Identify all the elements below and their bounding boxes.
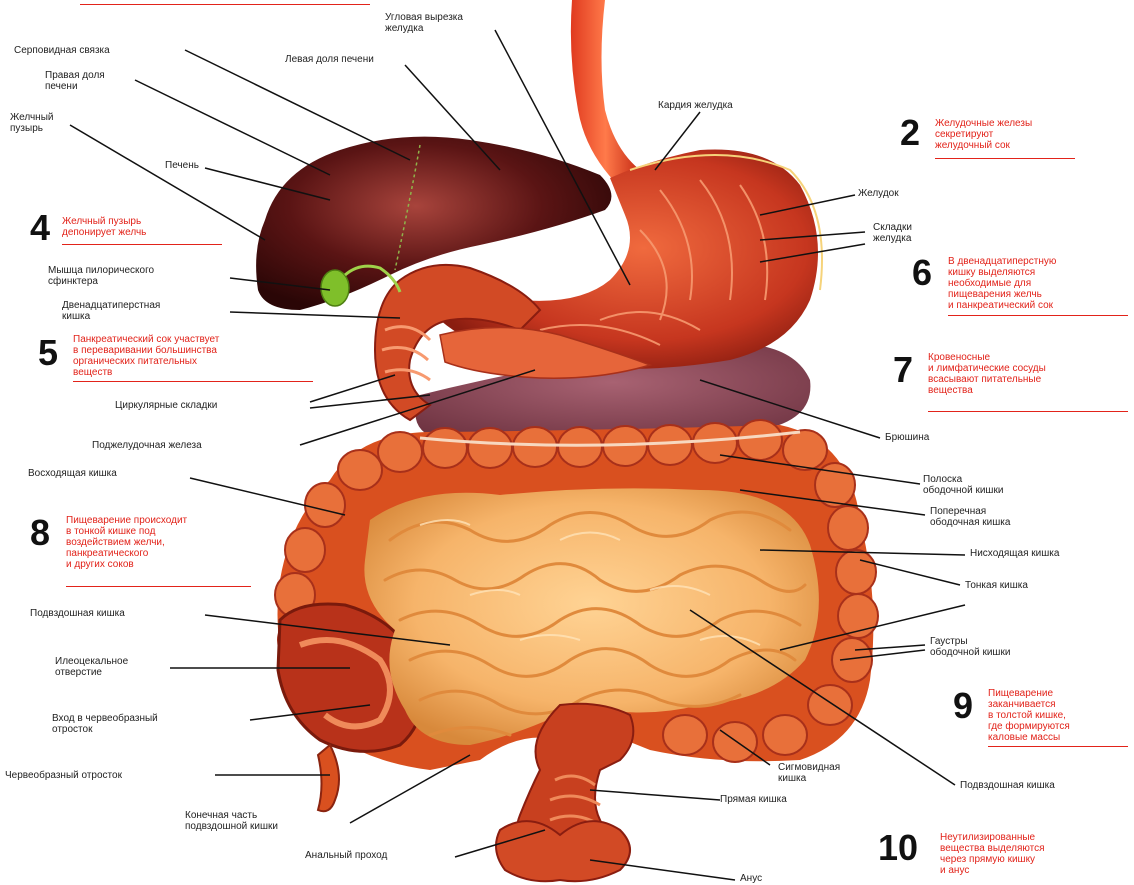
label-appendix-entry: Вход в червеобразный отросток [52,713,158,735]
note-10-number: 10 [878,830,918,866]
label-falciform-ligament: Серповидная связка [14,45,110,56]
label-ileum-right: Подвздошная кишка [960,780,1055,791]
note-9-underline [988,746,1128,747]
note-8-underline [66,586,251,587]
label-right-lobe: Правая доля печени [45,70,105,92]
label-transverse-colon: Поперечная ободочная кишка [930,506,1010,528]
label-ileocecal-opening: Илеоцекальное отверстие [55,656,128,678]
label-gallbladder: Желчный пузырь [10,112,53,134]
note-8-number: 8 [30,515,50,551]
note-2-underline [935,158,1075,159]
note-6-text: В двенадцатиперстную кишку выделяются не… [948,256,1056,311]
label-stomach: Желудок [858,188,899,199]
label-ascending-colon: Восходящая кишка [28,468,117,479]
note-4-number: 4 [30,210,50,246]
note-6-underline [948,315,1128,316]
note-7-underline [928,411,1128,412]
note-6-number: 6 [912,255,932,291]
label-descending-colon: Нисходящая кишка [970,548,1059,559]
note-8-text: Пищеварение происходит в тонкой кишке по… [66,515,187,570]
appendix-shape [318,745,339,811]
label-duodenum: Двенадцатиперстная кишка [62,300,160,322]
top-underline [80,4,370,5]
note-5-number: 5 [38,335,58,371]
label-haustra: Гаустры ободочной кишки [930,636,1010,658]
label-angular-notch: Угловая вырезка желудка [385,12,463,34]
note-5-text: Панкреатический сок участвует в перевари… [73,334,219,378]
note-9-number: 9 [953,688,973,724]
label-anal-canal: Анальный проход [305,850,387,861]
label-cardia: Кардия желудка [658,100,733,111]
note-5-underline [73,381,313,382]
label-terminal-ileum: Конечная часть подвздошной кишки [185,810,278,832]
note-7-text: Кровеносные и лимфатические сосуды всасы… [928,352,1046,396]
label-circular-folds: Циркулярные складки [115,400,217,411]
label-taenia-coli: Полоска ободочной кишки [923,474,1003,496]
label-peritoneum: Брюшина [885,432,929,443]
note-4-underline [62,244,222,245]
note-10-text: Неутилизированные вещества выделяются че… [940,832,1045,876]
label-appendix: Червеобразный отросток [5,770,122,781]
label-sigmoid-colon: Сигмовидная кишка [778,762,840,784]
gallbladder-shape [321,270,349,306]
label-anus: Анус [740,873,762,884]
note-9-text: Пищеварение заканчивается в толстой кишк… [988,688,1070,743]
note-4-text: Желчный пузырь депонирует желчь [62,216,146,238]
label-stomach-folds: Складки желудка [873,222,912,244]
label-pancreas: Поджелудочная железа [92,440,202,451]
label-pyloric-sphincter: Мышца пилорического сфинктера [48,265,154,287]
esophagus-shape [571,0,640,182]
label-ileum-left: Подвздошная кишка [30,608,125,619]
note-7-number: 7 [893,352,913,388]
label-small-intestine: Тонкая кишка [965,580,1028,591]
label-rectum: Прямая кишка [720,794,787,805]
label-liver: Печень [165,160,199,171]
note-2-number: 2 [900,115,920,151]
note-2-text: Желудочные железы секретируют желудочный… [935,118,1032,151]
label-left-lobe: Левая доля печени [285,54,374,65]
